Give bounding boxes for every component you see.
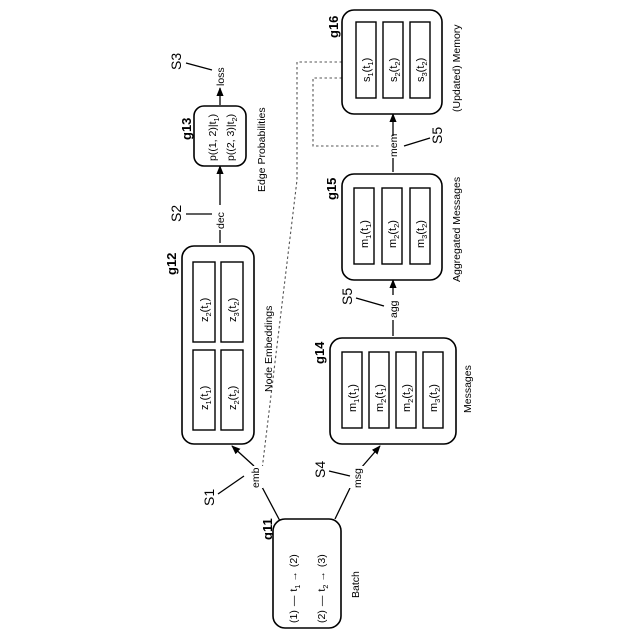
emb-label: emb xyxy=(250,467,262,488)
memory-s3-t2: s3(t2) xyxy=(415,58,429,82)
step-s5-mem-leader xyxy=(404,138,430,146)
aggregated-m1-t1: m1(t1) xyxy=(359,220,373,248)
edge-probabilities-caption: Edge Probabilities xyxy=(256,107,268,192)
msg-label: msg xyxy=(352,468,364,488)
arrow-emb-to-embeddings xyxy=(232,446,254,466)
memory-group-id: g16 xyxy=(326,16,341,38)
memory-group: g16 s1(t1) s2(t2) s3(t2) (Updated) Memor… xyxy=(326,10,463,114)
message-m1-t1: m1(t1) xyxy=(347,384,361,412)
message-m2-t1: m2(t1) xyxy=(374,384,388,412)
step-s2: S2 xyxy=(168,205,184,222)
batch-caption: Batch xyxy=(350,571,362,598)
embedding-z1-t1: z1(t1) xyxy=(199,386,213,410)
aggregated-m3-t2: m3(t2) xyxy=(415,220,429,248)
memory-s2-t2: s2(t2) xyxy=(388,58,402,82)
mem-label: mem xyxy=(388,133,400,157)
step-s3-leader xyxy=(186,63,212,70)
embedding-z2-t1: z2(t1) xyxy=(199,298,213,322)
batch-box xyxy=(273,519,341,628)
step-s3: S3 xyxy=(168,53,184,70)
message-m3-t2: m3(t2) xyxy=(428,384,442,412)
arrow-msg-to-messages xyxy=(361,446,380,468)
memory-s1-t1: s1(t1) xyxy=(361,58,375,82)
memory-caption: (Updated) Memory xyxy=(451,24,463,112)
messages-group-id: g14 xyxy=(312,341,327,364)
edge-probabilities-box xyxy=(194,106,246,166)
aggregated-m2-t2: m2(t2) xyxy=(387,220,401,248)
loss-label: loss xyxy=(215,67,227,86)
step-s5-agg-leader xyxy=(356,298,384,306)
step-s4: S4 xyxy=(312,461,328,478)
embedding-z3-t2: z3(t2) xyxy=(227,298,241,322)
step-s4-leader xyxy=(329,471,350,476)
aggregated-messages-group: g15 m1(t1) m2(t2) m3(t2) Aggregated Mess… xyxy=(324,174,463,282)
node-embeddings-caption: Node Embeddings xyxy=(263,306,275,392)
messages-group: g14 m1(t1) m2(t1) m2(t2) m3(t2) Messages xyxy=(312,338,474,444)
edge-probabilities-group-id: g13 xyxy=(179,118,194,140)
edge-probabilities-group: g13 p((1, 2)|t1) p((2, 3)|t2) Edge Proba… xyxy=(179,106,268,192)
message-m2-t2: m2(t2) xyxy=(401,384,415,412)
batch-group: g11 (1)—t1→(2) (2)—t2→(3) Batch xyxy=(260,518,362,628)
step-s5-mem: S5 xyxy=(429,127,445,144)
dec-label: dec xyxy=(215,212,227,229)
embedding-z2-t2: z2(t2) xyxy=(227,386,241,410)
node-embeddings-group: g12 z1(t1) z2(t1) z2(t2) z3(t2) Node Emb… xyxy=(164,246,275,444)
agg-label: agg xyxy=(388,300,400,318)
messages-caption: Messages xyxy=(462,365,474,413)
step-s1: S1 xyxy=(201,489,217,506)
node-embeddings-group-id: g12 xyxy=(164,253,179,275)
aggregated-messages-caption: Aggregated Messages xyxy=(451,177,463,282)
arrow-batch-to-msg xyxy=(335,488,350,519)
step-s1-leader xyxy=(218,476,244,494)
arrow-batch-to-emb xyxy=(262,487,280,521)
aggregated-messages-group-id: g15 xyxy=(324,178,339,200)
step-s5-agg: S5 xyxy=(339,288,355,305)
